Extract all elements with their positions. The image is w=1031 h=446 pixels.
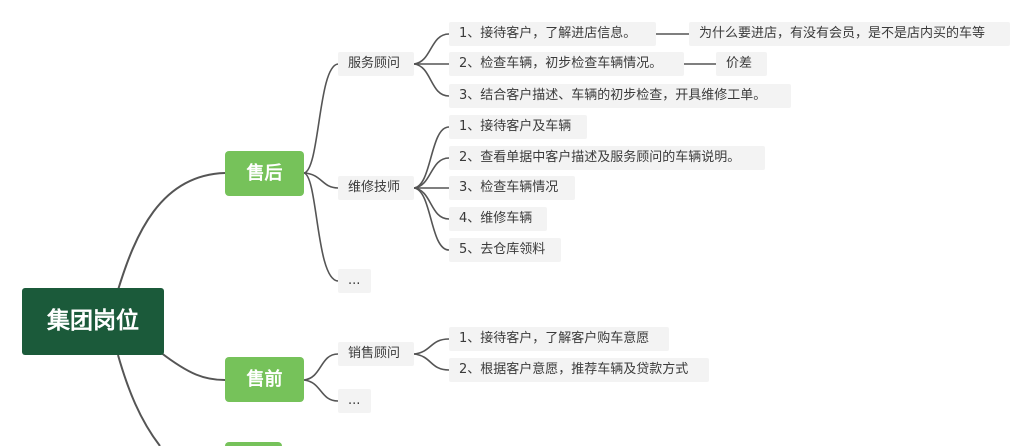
role-after-sales-more-label: ... [348, 273, 361, 288]
root-label: 集团岗位 [47, 308, 139, 334]
connector-sales-advisor-task-1 [413, 338, 450, 355]
connector-technician-task-4 [413, 187, 450, 220]
connector-technician-task-1 [413, 126, 450, 189]
technician-task-1-label: 1、接待客户及车辆 [459, 119, 572, 134]
connector-root-pre-sales [159, 351, 226, 381]
connector-service-advisor-task-1 [413, 33, 450, 65]
technician-task-1[interactable]: 1、接待客户及车辆 [449, 115, 587, 139]
technician-task-5-label: 5、去仓库领料 [459, 242, 546, 257]
role-pre-sales-more[interactable]: ... [338, 389, 371, 413]
root-node[interactable]: 集团岗位 [22, 288, 164, 355]
role-service-advisor-label: 服务顾问 [348, 56, 401, 71]
task-1-note-label: 为什么要进店，有没有会员，是不是店内买的车等 [699, 26, 986, 41]
technician-task-3-label: 3、检查车辆情况 [459, 180, 559, 195]
connector-pre-sales-more [303, 379, 339, 402]
task-1-note[interactable]: 为什么要进店，有没有会员，是不是店内买的车等 [689, 22, 1010, 46]
branch-after-sales-label: 售后 [246, 163, 283, 184]
service-advisor-task-2[interactable]: 2、检查车辆，初步检查车辆情况。 [449, 52, 684, 76]
role-sales-advisor[interactable]: 销售顾问 [338, 342, 414, 366]
technician-task-4-label: 4、维修车辆 [459, 211, 533, 226]
connector-service-advisor-task-3 [413, 63, 450, 97]
connector-technician-task-2 [413, 157, 450, 189]
service-advisor-task-1[interactable]: 1、接待客户，了解进店信息。 [449, 22, 656, 46]
technician-task-3[interactable]: 3、检查车辆情况 [449, 176, 575, 200]
task-2-note-label: 价差 [726, 56, 753, 71]
sales-advisor-task-2[interactable]: 2、根据客户意愿，推荐车辆及贷款方式 [449, 358, 709, 382]
role-after-sales-more[interactable]: ... [338, 269, 371, 293]
branch-after-sales[interactable]: 售后 [225, 151, 304, 196]
role-service-advisor[interactable]: 服务顾问 [338, 52, 414, 76]
service-advisor-task-1-label: 1、接待客户，了解进店信息。 [459, 26, 637, 41]
technician-task-4[interactable]: 4、维修车辆 [449, 207, 547, 231]
connector-pre-sales-sales-advisor [303, 353, 339, 381]
connector-root-offscreen [117, 354, 161, 446]
sales-advisor-task-1-label: 1、接待客户，了解客户购车意愿 [459, 331, 650, 346]
service-advisor-task-3-label: 3、结合客户描述、车辆的初步检查，开具维修工单。 [459, 88, 767, 103]
connector-technician-task-5 [413, 187, 450, 251]
sales-advisor-task-2-label: 2、根据客户意愿，推荐车辆及贷款方式 [459, 362, 689, 377]
technician-task-2-label: 2、查看单据中客户描述及服务顾问的车辆说明。 [459, 150, 741, 165]
technician-task-2[interactable]: 2、查看单据中客户描述及服务顾问的车辆说明。 [449, 146, 765, 170]
role-sales-advisor-label: 销售顾问 [348, 346, 401, 361]
connector-after-sales-more [303, 172, 339, 282]
branch-pre-sales-label: 售前 [246, 369, 283, 390]
connector-after-sales-technician [303, 172, 339, 189]
connector-sales-advisor-task-2 [413, 353, 450, 371]
role-technician[interactable]: 维修技师 [338, 176, 414, 200]
technician-task-5[interactable]: 5、去仓库领料 [449, 238, 561, 262]
connector-after-sales-service-advisor [303, 63, 339, 174]
service-advisor-task-3[interactable]: 3、结合客户描述、车辆的初步检查，开具维修工单。 [449, 84, 791, 108]
branch-partial-offscreen [225, 442, 282, 446]
sales-advisor-task-1[interactable]: 1、接待客户，了解客户购车意愿 [449, 327, 669, 351]
branch-pre-sales[interactable]: 售前 [225, 357, 304, 402]
role-pre-sales-more-label: ... [348, 393, 361, 408]
service-advisor-task-2-label: 2、检查车辆，初步检查车辆情况。 [459, 56, 663, 71]
task-2-note[interactable]: 价差 [716, 52, 767, 76]
role-technician-label: 维修技师 [348, 180, 401, 195]
connector-root-after-sales [117, 172, 226, 291]
